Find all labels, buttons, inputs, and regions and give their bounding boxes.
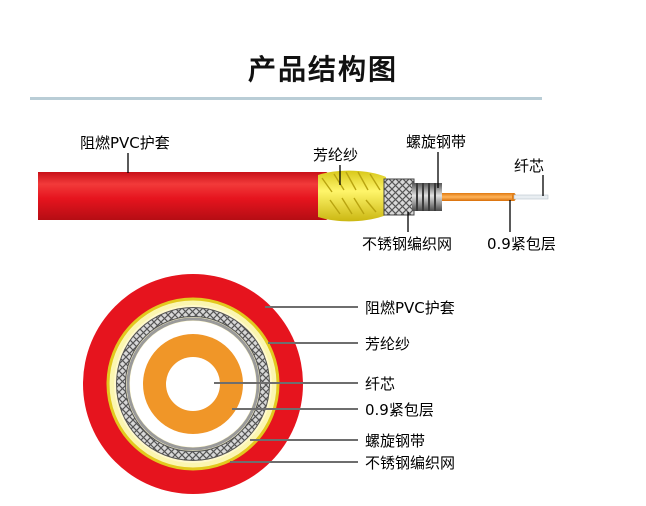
stainless-braid-segment (384, 179, 414, 215)
title-divider (30, 97, 542, 100)
side-view-cable (38, 152, 549, 232)
cs-label-stainless-braid: 不锈钢编织网 (365, 454, 456, 472)
aramid-yarn-segment (318, 170, 386, 222)
cs-label-spiral-steel-tape: 螺旋钢带 (365, 432, 426, 450)
fiber-core-center (166, 357, 220, 411)
cs-label-tight-buffer: 0.9紧包层 (365, 401, 434, 419)
label-fiber-core: 纤芯 (514, 157, 545, 175)
label-pvc-jacket: 阻燃PVC护套 (80, 134, 170, 152)
label-aramid-yarn: 芳纶纱 (313, 146, 359, 164)
label-stainless-braid: 不锈钢编织网 (362, 235, 453, 253)
tight-buffer-segment (442, 193, 514, 201)
cross-section (83, 274, 358, 494)
cs-label-pvc-jacket: 阻燃PVC护套 (365, 299, 455, 317)
cs-label-fiber-core: 纤芯 (365, 375, 396, 393)
page-title: 产品结构图 (247, 53, 398, 86)
fiber-core-segment (513, 194, 549, 200)
label-spiral-steel-tape: 螺旋钢带 (406, 133, 467, 151)
label-tight-buffer: 0.9紧包层 (487, 235, 556, 253)
pvc-jacket-segment (38, 172, 326, 220)
cs-label-aramid-yarn: 芳纶纱 (365, 335, 411, 353)
